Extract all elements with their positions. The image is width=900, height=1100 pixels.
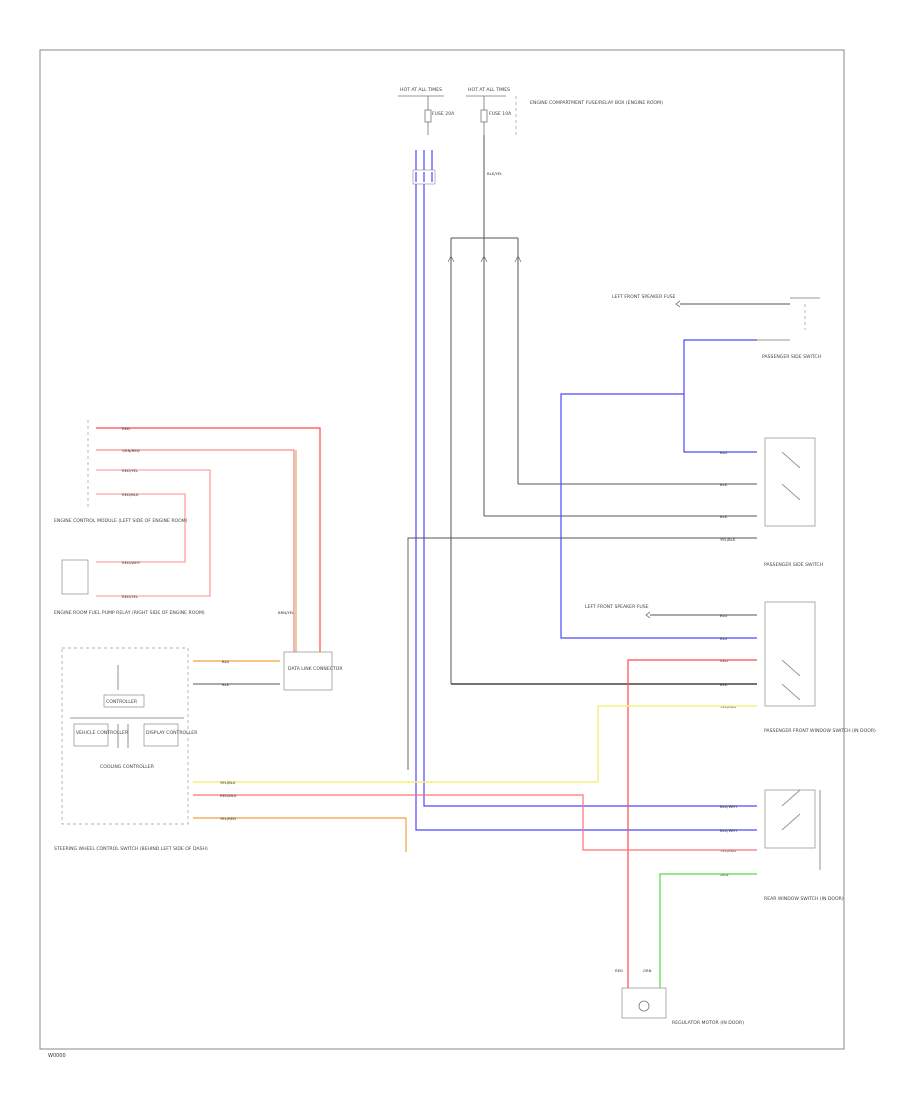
svg-text:RED/YEL: RED/YEL: [122, 468, 139, 473]
engine-compartment-fuse-box-label: ENGINE COMPARTMENT FUSE/RELAY BOX (ENGIN…: [530, 100, 663, 106]
svg-text:BLK: BLK: [720, 682, 728, 687]
fuse-right-label: FUSE 10A: [489, 111, 512, 117]
svg-text:RED: RED: [122, 426, 130, 431]
fuse-left-top-label: HOT AT ALL TIMES: [400, 87, 442, 93]
regulator-motor: REGULATOR MOTOR (IN DOOR): [621, 987, 744, 1026]
rear-window-switch: BLU/WHT BLU/WHT YEL/RED GRN REAR WINDOW …: [720, 789, 844, 902]
svg-text:BLU: BLU: [720, 636, 728, 641]
svg-text:BLU: BLU: [720, 450, 728, 455]
fuse-right-top-label: HOT AT ALL TIMES: [468, 87, 510, 93]
footer-code: W0000: [48, 1053, 66, 1059]
svg-text:BLK: BLK: [720, 514, 728, 519]
passenger-switch-label: PASSENGER SIDE SWITCH: [762, 354, 821, 360]
svg-text:YEL/BLK: YEL/BLK: [720, 537, 736, 542]
svg-text:GRN: GRN: [643, 968, 652, 973]
svg-text:BLK: BLK: [720, 482, 728, 487]
svg-text:YEL/BLU: YEL/BLU: [220, 780, 236, 785]
regulator-motor-label: REGULATOR MOTOR (IN DOOR): [672, 1020, 744, 1026]
controller-bottom-label: COOLING CONTROLLER: [100, 764, 155, 770]
blue-bus-wires: [412, 150, 757, 831]
svg-text:BLK/YEL: BLK/YEL: [487, 171, 503, 176]
svg-text:BLK: BLK: [222, 682, 230, 687]
steering-wheel-control-switch-label: STEERING WHEEL CONTROL SWITCH (BEHIND LE…: [54, 846, 208, 852]
controller-right-label: DISPLAY CONTROLLER: [146, 730, 198, 736]
left-front-speaker-fuse-top: LEFT FRONT SPEAKER FUSE: [612, 294, 820, 330]
controller-left-label: VEHICLE CONTROLLER: [76, 730, 129, 736]
svg-text:BLU: BLU: [222, 659, 230, 664]
svg-text:BRN/YEL: BRN/YEL: [278, 610, 295, 615]
fuse-right: HOT AT ALL TIMES FUSE 10A: [466, 87, 512, 135]
upper-blue-wires: PASSENGER SIDE SWITCH: [560, 339, 821, 639]
engine-control-module: RED GRN/RED RED/YEL RED/BLK RED/WHT RED/…: [54, 420, 321, 652]
left-fuse-mid-label: LEFT FRONT SPEAKER FUSE: [585, 604, 649, 610]
passenger-switch-bottom-label: PASSENGER SIDE SWITCH: [764, 562, 823, 568]
svg-text:BLU: BLU: [720, 613, 728, 618]
svg-text:BLU/WHT: BLU/WHT: [720, 828, 738, 833]
svg-text:RED/BLK: RED/BLK: [220, 793, 237, 798]
svg-text:RED/BLK: RED/BLK: [122, 492, 139, 497]
svg-text:BLU/WHT: BLU/WHT: [720, 804, 738, 809]
left-front-speaker-fuse-mid: LEFT FRONT SPEAKER FUSE: [585, 604, 757, 619]
controller-top-label: CONTROLLER: [106, 699, 138, 705]
fuse-left-label: FUSE 20A: [432, 111, 455, 117]
steering-wheel-control-switch: CONTROLLER VEHICLE CONTROLLER DISPLAY CO…: [54, 647, 237, 852]
passenger-switch-box: BLU BLK BLK YEL/BLK PASSENGER SIDE SWITC…: [720, 437, 823, 568]
svg-text:GRN/RED: GRN/RED: [122, 448, 140, 453]
svg-text:YEL/RED: YEL/RED: [220, 816, 236, 821]
engine-control-module-label: ENGINE CONTROL MODULE (LEFT SIDE OF ENGI…: [54, 518, 188, 524]
rear-window-switch-label: REAR WINDOW SWITCH (IN DOOR): [764, 896, 844, 902]
front-window-switch-label: PASSENGER FRONT WINDOW SWITCH (IN DOOR): [764, 728, 876, 734]
svg-text:RED: RED: [615, 968, 623, 973]
left-fuse-top-label: LEFT FRONT SPEAKER FUSE: [612, 294, 676, 300]
svg-text:RED/WHT: RED/WHT: [122, 560, 141, 565]
diagram-frame: [39, 49, 845, 1050]
data-link-connector: BLU BLK DATA LINK CONNECTOR: [193, 651, 343, 691]
ground-junction: BLK/YEL: [447, 135, 757, 685]
front-window-switch: BLU BLU RED BLK YEL/RED PASSENGER FRONT …: [720, 601, 876, 734]
svg-text:RED/YEL: RED/YEL: [122, 594, 139, 599]
fuel-pump-relay-label: ENGINE ROOM FUEL PUMP RELAY (RIGHT SIDE …: [54, 610, 205, 616]
fuse-left: HOT AT ALL TIMES FUSE 20A: [398, 87, 455, 135]
data-link-connector-label: DATA LINK CONNECTOR: [288, 666, 343, 672]
